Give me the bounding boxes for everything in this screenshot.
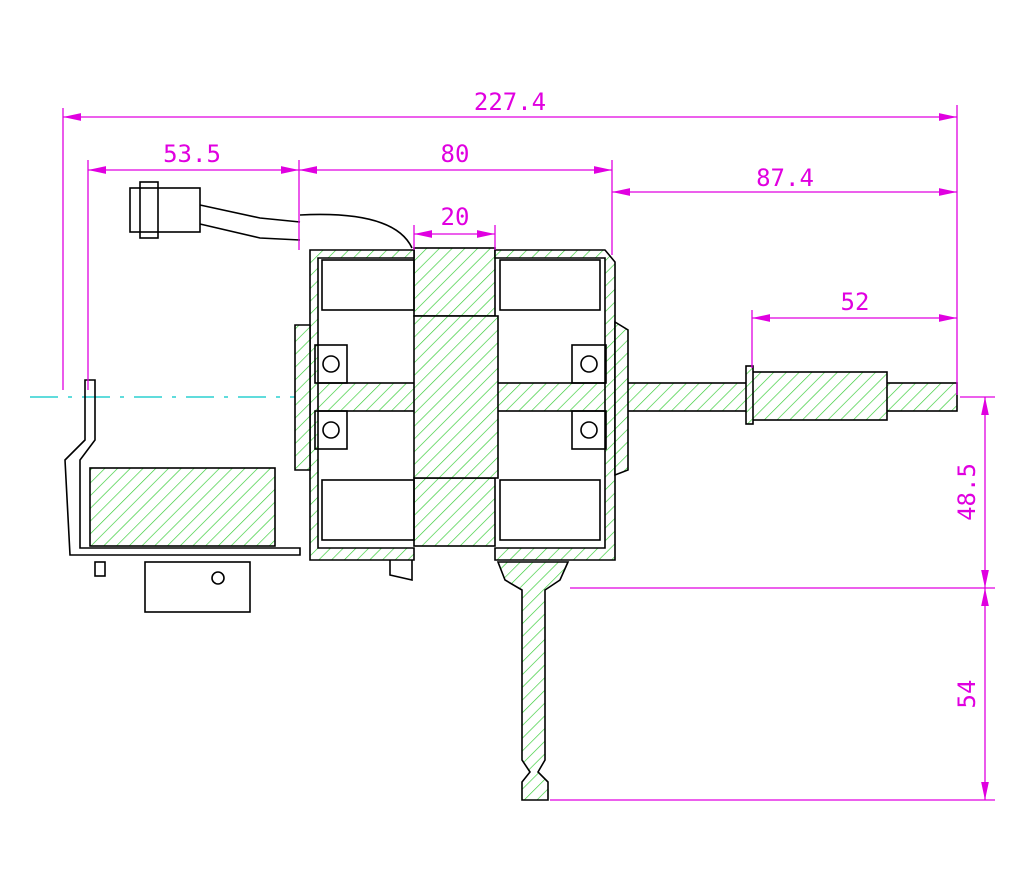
- motor-housing: [294, 249, 629, 582]
- stator-core: [413, 247, 499, 547]
- bearings: [314, 344, 607, 450]
- dimension-stator-core: 20: [414, 203, 495, 238]
- dimension-stator-body: 80: [299, 140, 612, 174]
- dimension-overall: 227.4: [63, 88, 957, 121]
- dim-label-rear-housing: 53.5: [163, 140, 221, 168]
- dim-label-axis-to-mount: 48.5: [953, 463, 981, 521]
- dim-label-shaft-knurl: 52: [841, 288, 870, 316]
- dim-label-shaft-extension: 87.4: [756, 164, 814, 192]
- mount-post: [496, 561, 570, 801]
- dimension-mount-post: 54: [953, 588, 989, 800]
- dim-label-mount-post: 54: [953, 680, 981, 709]
- extension-lines: [62, 105, 995, 801]
- dimension-axis-to-mount: 48.5: [953, 397, 989, 588]
- dimension-shaft-extension: 87.4: [612, 164, 957, 196]
- dim-label-stator-core: 20: [441, 203, 470, 231]
- dimension-shaft-knurl: 52: [752, 288, 957, 322]
- gearbox: [64, 379, 301, 613]
- connector: [129, 181, 413, 249]
- dim-label-stator-body: 80: [441, 140, 470, 168]
- dim-label-overall: 227.4: [474, 88, 546, 116]
- dimension-rear-housing: 53.5: [88, 140, 299, 174]
